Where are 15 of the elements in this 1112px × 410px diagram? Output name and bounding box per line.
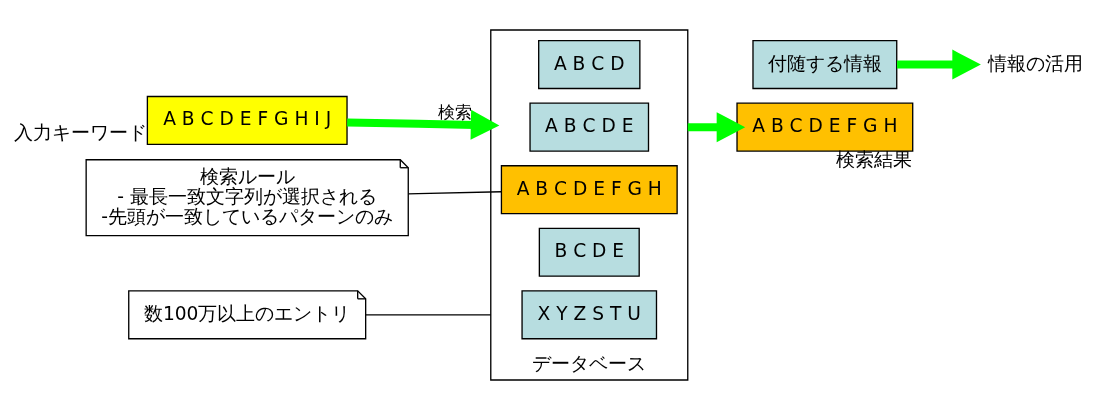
node-box: A B C D E xyxy=(529,102,650,152)
arrow xyxy=(347,109,500,140)
node-box: X Y Z S T U xyxy=(521,290,658,340)
connector xyxy=(365,314,492,316)
node-box: A B C D xyxy=(538,39,641,90)
node-label: 検索結果 xyxy=(836,149,913,170)
edge-label: 検索 xyxy=(437,102,472,123)
node-text: 情報の活用 xyxy=(987,52,1083,74)
arrow xyxy=(897,49,981,80)
node-box: B C D E xyxy=(538,227,640,277)
connector xyxy=(407,191,502,195)
node-box: A B C D E F G H I J xyxy=(146,95,348,146)
node-box: A B C D E F G H xyxy=(500,165,678,215)
node-label: 入力キーワード xyxy=(14,122,148,144)
node-box: 付随する情報 xyxy=(752,39,898,90)
